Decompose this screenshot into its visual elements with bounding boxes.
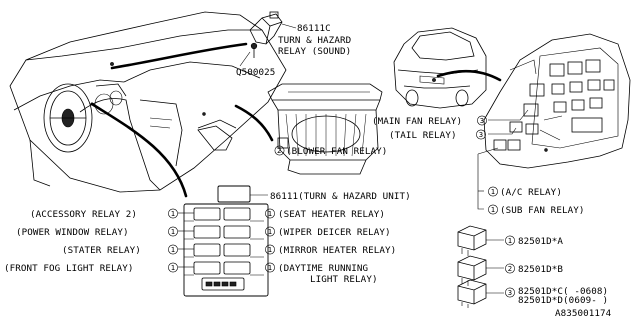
- main-fan-relay-label: (MAIN FAN RELAY): [372, 116, 462, 127]
- relay-type-c-icon: [457, 279, 487, 308]
- mirror-heater-callout-number: 1: [268, 245, 272, 254]
- seat-heater-callout-number: 1: [268, 209, 272, 218]
- hazard-relay-name-line1: TURN & HAZARD: [278, 35, 351, 46]
- power-window-relay-label: (POWER WINDOW RELAY): [16, 227, 129, 238]
- main-fan-callout-number: 3: [480, 116, 484, 125]
- stater-relay-label: (STATER RELAY): [62, 245, 141, 256]
- relay-a-part-number: 82501D*A: [518, 236, 563, 247]
- engine-bracket-leader: [477, 147, 499, 155]
- wiper-deicer-callout-circle: [265, 226, 275, 237]
- relay-c-callout-number: 3: [508, 288, 512, 297]
- daytime-running-relay-label-line2: LIGHT RELAY): [310, 274, 378, 285]
- wiper-deicer-callout-number: 1: [268, 227, 272, 236]
- seat-heater-callout-circle: [265, 208, 275, 219]
- ac-relay-label: (A/C RELAY): [500, 187, 562, 198]
- relay-type-b-icon: [457, 255, 487, 286]
- hazard-relay-name-line2: RELAY (SOUND): [278, 46, 351, 57]
- accessory-relay-2-label: (ACCESSORY RELAY 2): [30, 209, 137, 220]
- relay-c-part-number: 82501D*C( -0608): [518, 286, 608, 297]
- engine-relay-box: [483, 33, 631, 169]
- relay-a-callout-number: 1: [508, 236, 512, 245]
- blower-callout-number: 2: [277, 146, 281, 155]
- relay-b-part-number: 82501D*B: [518, 264, 563, 275]
- daytime-running-callout-number: 1: [268, 263, 272, 272]
- relay-a-callout-circle: [505, 235, 515, 246]
- blower-callout-circle: [274, 145, 285, 156]
- relay-b-callout-number: 2: [508, 264, 512, 273]
- dashboard-illustration: [9, 11, 287, 198]
- relay-d-part-number: 82501D*D(0609- ): [518, 295, 608, 306]
- front-fog-callout-circle: [168, 262, 178, 273]
- sub-fan-relay-label: (SUB FAN RELAY): [500, 205, 584, 216]
- interior-relay-block: [183, 203, 269, 297]
- sub-fan-callout-number: 1: [491, 205, 495, 214]
- daytime-running-relay-label-line1: (DAYTIME RUNNING: [278, 263, 368, 274]
- tail-leader: [488, 127, 517, 135]
- diagram-id: A835001174: [555, 308, 612, 319]
- front-fog-light-relay-label: (FRONT FOG LIGHT RELAY): [4, 263, 134, 274]
- tail-callout-number: 3: [479, 130, 483, 139]
- turn-hazard-relay-sound-part: [239, 11, 297, 67]
- blower-fan-assembly: [267, 83, 383, 175]
- turn-hazard-unit-label: 86111(TURN & HAZARD UNIT): [270, 191, 411, 202]
- power-window-callout-circle: [168, 226, 178, 237]
- accessory-callout-number: 1: [171, 209, 175, 218]
- sub-fan-callout-circle: [488, 204, 498, 215]
- relay-b-callout-circle: [505, 263, 515, 274]
- seat-heater-relay-label: (SEAT HEATER RELAY): [278, 209, 385, 220]
- tail-relay-label: (TAIL RELAY): [389, 130, 457, 141]
- blower-fan-relay-label: (BLOWER FAN RELAY): [286, 146, 387, 157]
- car-illustration: [393, 27, 502, 109]
- hazard-relay-part-number: 86111C: [297, 23, 331, 34]
- stater-callout-number: 1: [171, 245, 175, 254]
- accessory-callout-circle: [168, 208, 178, 219]
- main-fan-leader: [488, 109, 529, 121]
- mirror-heater-callout-circle: [265, 244, 275, 255]
- relay-c-callout-circle: [505, 287, 515, 298]
- relay-type-a-icon: [457, 225, 487, 256]
- ac-callout-number: 1: [491, 187, 495, 196]
- power-window-callout-number: 1: [171, 227, 175, 236]
- front-fog-callout-number: 1: [171, 263, 175, 272]
- sub-fan-bracket: [477, 154, 484, 210]
- turn-hazard-unit: [217, 185, 251, 203]
- ac-callout-circle: [488, 186, 498, 197]
- mirror-heater-relay-label: (MIRROR HEATER RELAY): [278, 245, 396, 256]
- daytime-running-callout-circle: [265, 262, 275, 273]
- main-fan-callout-circle: [477, 115, 487, 126]
- wiper-deicer-relay-label: (WIPER DEICER RELAY): [278, 227, 391, 238]
- stater-callout-circle: [168, 244, 178, 255]
- tail-callout-circle: [476, 129, 486, 140]
- bolt-part-number: Q500025: [236, 67, 275, 78]
